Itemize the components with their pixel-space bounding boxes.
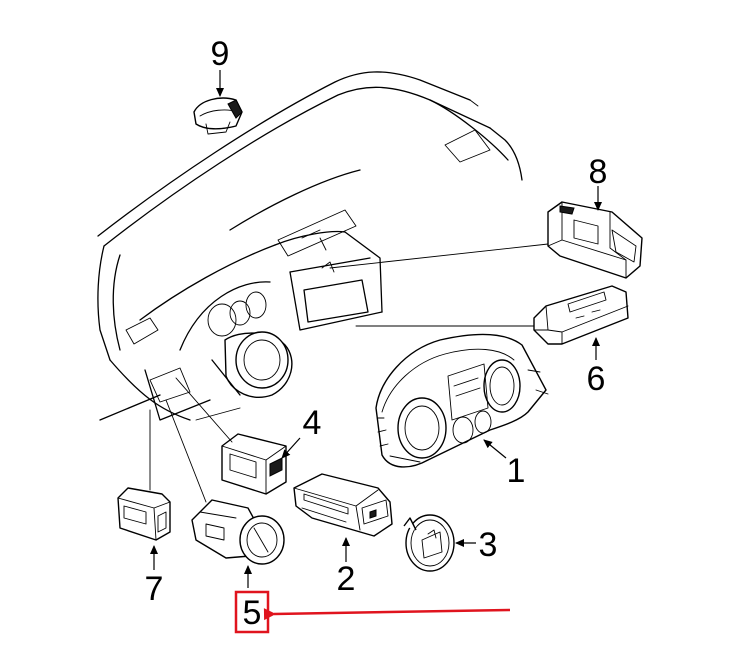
callout-9: 9 [211,35,230,73]
part-7-switch [117,487,171,541]
callout-5: 5 [243,594,262,632]
part-2-control-module [293,473,393,537]
highlight-annotation [234,590,511,634]
part-3-round-switch [403,514,455,572]
part-8-switch-block [547,201,643,279]
callout-4: 4 [303,404,322,442]
part-9-switch [193,97,243,135]
highlight-arrow [263,608,511,621]
leader-lines [149,70,602,588]
callout-7: 7 [145,570,164,608]
callout-2: 2 [337,560,356,598]
callout-6: 6 [587,360,606,398]
part-5-headlight-switch [191,499,285,565]
part-6-switch-strip [533,285,629,345]
callout-3: 3 [479,526,498,564]
part-1-instrument-cluster [375,333,549,468]
part-4-switch [221,433,287,495]
dashboard-outline [97,71,523,421]
callout-1: 1 [507,452,526,490]
callout-8: 8 [589,153,608,191]
